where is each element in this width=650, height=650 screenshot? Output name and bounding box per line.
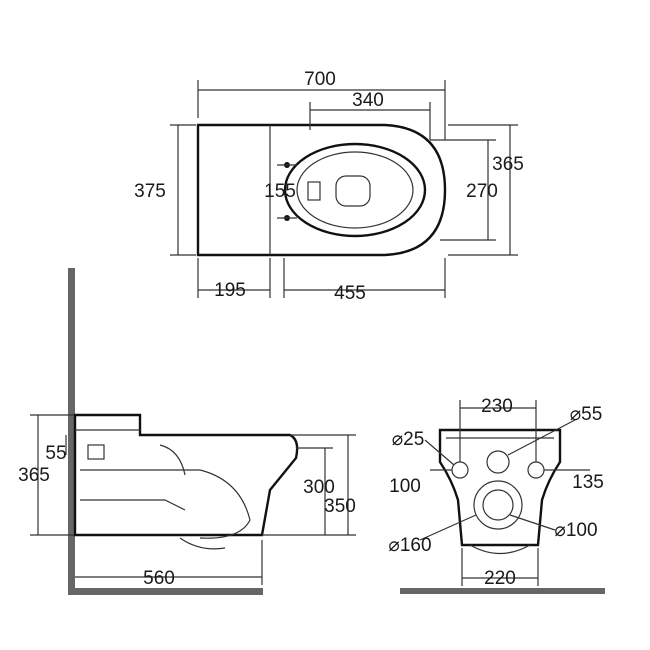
rear-outlet-inner <box>482 489 514 521</box>
rear-fixing-hole-right <box>527 461 545 479</box>
plan-body-outline <box>196 123 447 257</box>
side-wall <box>68 268 75 592</box>
dim-fixing-spacing: 155 <box>264 181 296 202</box>
dim-inner-width: 270 <box>466 181 498 202</box>
dim-lower-fixing-right: 135 <box>572 472 604 493</box>
side-inlet-box <box>87 444 105 460</box>
dim-25-leader <box>424 439 455 466</box>
rear-inlet <box>486 450 510 474</box>
side-body-outline <box>73 413 299 537</box>
dim-rear-section: 195 <box>214 280 246 301</box>
dim-160-leader <box>419 514 477 541</box>
side-underside <box>179 537 226 550</box>
dim-overall-length: 700 <box>304 69 336 90</box>
dim-inlet-diameter: ⌀55 <box>570 404 603 425</box>
rear-fixing-hole-left <box>451 461 469 479</box>
side-inner-line <box>80 499 186 511</box>
rear-body-outline <box>438 428 562 547</box>
rear-bottom-curve <box>469 544 531 554</box>
dim-rim-height: 300 <box>303 477 335 498</box>
dim-100-leader <box>509 514 556 531</box>
dim-base-width: 220 <box>484 568 516 589</box>
dim-bowl-length: 340 <box>352 90 384 111</box>
rear-view: 230 ⌀55 ⌀25 100 135 ⌀160 ⌀100 220 <box>388 396 605 594</box>
dim-outlet-inner-diameter: ⌀100 <box>554 520 597 541</box>
dim-front-section: 455 <box>334 283 366 304</box>
dim-fixing-hole-diameter: ⌀25 <box>392 429 425 450</box>
dim-lower-fixing-left: 100 <box>389 476 421 497</box>
plan-bowl-inner <box>296 151 414 229</box>
plan-view: 700 340 375 155 365 270 195 455 <box>134 69 524 304</box>
side-rim-curve <box>159 444 186 476</box>
rear-floor <box>400 588 605 594</box>
dim-outlet-outer-diameter: ⌀160 <box>388 535 431 556</box>
dim-front-height: 350 <box>324 496 356 517</box>
side-view: 55 365 300 350 560 <box>18 268 356 595</box>
dim-projection: 560 <box>143 568 175 589</box>
dim-outer-width: 365 <box>492 154 524 175</box>
plan-drain-opening <box>335 175 371 207</box>
dim-overall-height: 365 <box>18 465 50 486</box>
dim-overall-width: 375 <box>134 181 166 202</box>
plan-bowl-rim <box>283 142 427 238</box>
side-trapway <box>80 469 251 539</box>
rear-outlet-outer <box>473 480 523 530</box>
dim-55-leader <box>507 419 576 456</box>
dim-outlet-height: 55 <box>45 443 66 464</box>
dim-rear-fixing-spacing: 230 <box>481 396 513 417</box>
side-floor <box>68 588 263 595</box>
plan-hinge-block <box>307 181 321 201</box>
